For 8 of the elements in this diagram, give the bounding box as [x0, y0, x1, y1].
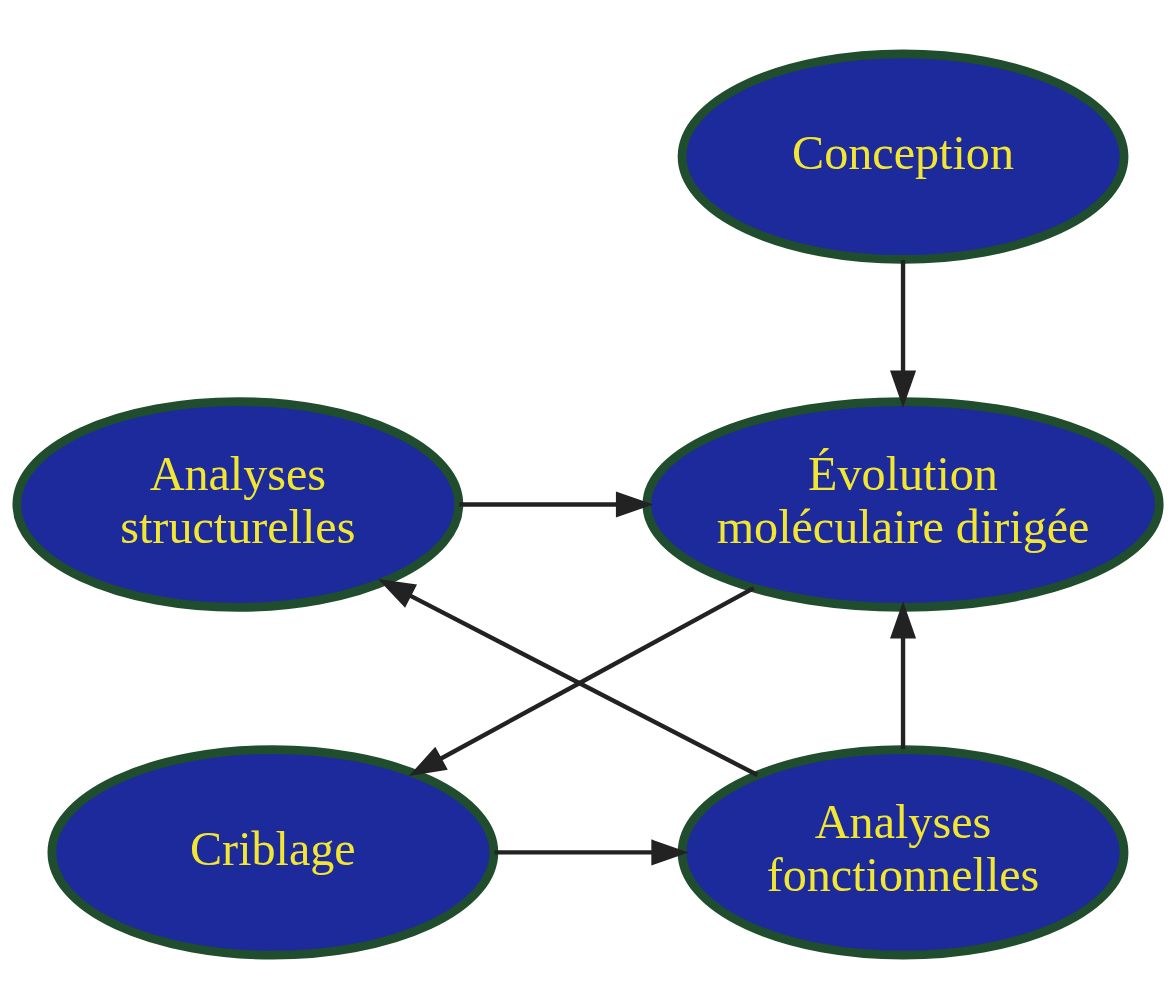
arrow [890, 600, 917, 749]
arrow [890, 259, 917, 408]
arrow [459, 490, 654, 518]
node-ellipse: Évolution moléculaire dirigée [642, 396, 1164, 612]
node-ellipse: Analyses structurelles [12, 396, 464, 612]
arrow [494, 838, 689, 865]
node-ellipse: Analyses fonctionnelles [677, 744, 1129, 960]
node-ellipse: Conception [677, 48, 1129, 264]
